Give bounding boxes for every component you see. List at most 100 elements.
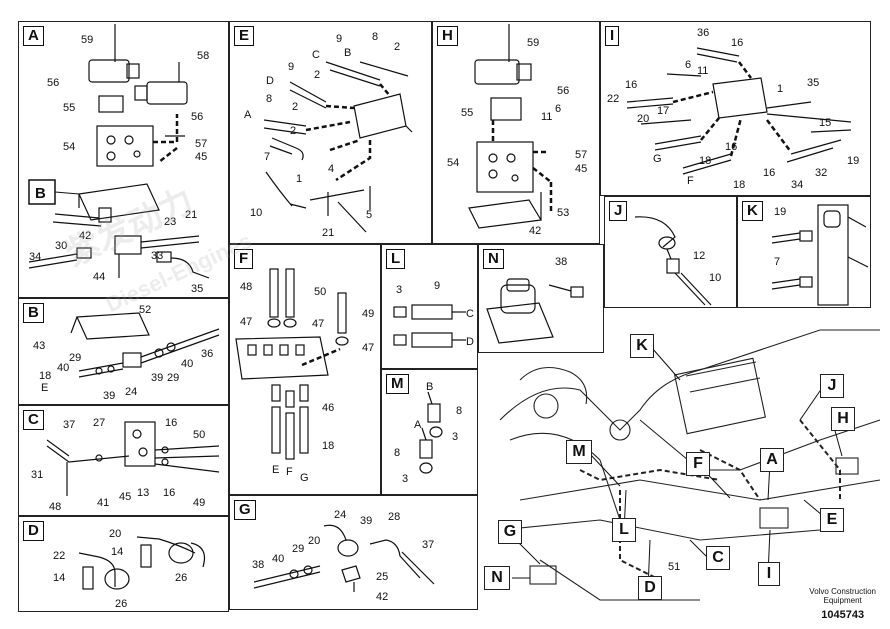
label-e-7: 7 (264, 151, 270, 163)
label-a-35: 35 (191, 283, 203, 295)
panel-f-drawing: 48 50 47 47 49 47 46 18 E F G (235, 268, 374, 484)
label-g-39: 39 (360, 515, 372, 527)
panel-n-drawing: 38 (486, 256, 584, 344)
drawing-number: 1045743 (821, 609, 865, 621)
label-i-19: 19 (847, 155, 859, 167)
label-i-18: 18 (699, 155, 711, 167)
panel-g-drawing: 24 39 28 40 29 20 37 38 25 42 (252, 509, 435, 603)
panel-i-drawing: 36 16 6 11 22 16 17 1 35 20 15 G 16 18 1… (607, 27, 859, 191)
label-b-e: E (41, 382, 48, 394)
label-c-45: 45 (119, 491, 131, 503)
section-tag-b: B (23, 303, 44, 323)
label-c-37: 37 (63, 419, 75, 431)
label-g-28: 28 (388, 511, 400, 523)
label-i-16d: 16 (763, 167, 775, 179)
panel-f: F 48 50 47 47 49 47 46 18 E F G (229, 244, 381, 495)
label-f-e: E (272, 464, 279, 476)
label-e-a: A (244, 109, 252, 121)
panel-k-drawing: 19 7 (771, 204, 869, 306)
callout-f: F (686, 452, 710, 476)
label-i-f: F (687, 175, 694, 187)
label-f-47c: 47 (362, 342, 374, 354)
detail-callout-b: B (35, 185, 46, 202)
callout-a: A (760, 448, 784, 472)
label-j-10: 10 (709, 272, 721, 284)
callout-g: G (498, 520, 522, 544)
label-l-c: C (466, 308, 474, 320)
label-j-12: 12 (693, 250, 705, 262)
panel-m-drawing: B 8 A 3 8 3 (394, 381, 462, 485)
label-i-16b: 16 (625, 79, 637, 91)
label-g-40: 40 (272, 553, 284, 565)
label-e-2: 2 (394, 41, 400, 53)
label-h-55: 55 (461, 107, 473, 119)
label-h-42: 42 (529, 225, 541, 237)
callout-e: E (820, 508, 844, 532)
label-k-19: 19 (774, 206, 786, 218)
label-a-57: 57 (195, 138, 207, 150)
section-tag-e: E (234, 26, 255, 46)
label-l-9: 9 (434, 280, 440, 292)
label-h-6: 6 (555, 103, 561, 115)
callout-d: D (638, 576, 662, 600)
panel-a: A (18, 21, 229, 298)
label-a-58: 58 (197, 50, 209, 62)
label-e-b: B (344, 47, 351, 59)
label-m-b: B (426, 381, 433, 393)
section-tag-i: I (605, 26, 620, 46)
label-i-g: G (653, 153, 662, 165)
label-e-10: 10 (250, 207, 262, 219)
panel-j-drawing: 12 10 (634, 216, 721, 306)
callout-j: J (820, 374, 844, 398)
label-i-15: 15 (819, 117, 831, 129)
label-e-9: 9 (336, 33, 342, 45)
section-tag-g: G (234, 500, 256, 520)
label-i-32: 32 (815, 167, 827, 179)
label-e-9b: 9 (288, 61, 294, 73)
panel-b-drawing: 52 43 36 29 40 39 18 E 39 24 29 40 (33, 304, 220, 402)
label-b-39: 39 (151, 372, 163, 384)
section-tag-f: F (234, 249, 254, 269)
label-i-20: 20 (637, 113, 649, 125)
panel-h-drawing: 59 56 55 11 6 54 57 45 53 42 (447, 24, 587, 237)
label-e-c: C (312, 49, 320, 61)
section-tag-n: N (483, 249, 504, 269)
label-b-24: 24 (125, 386, 137, 398)
label-m-a: A (414, 419, 422, 431)
label-b-40b: 40 (181, 358, 193, 370)
panel-n: N 38 (478, 244, 604, 353)
label-a-30: 30 (55, 240, 67, 252)
panel-e-drawing: 9 8 2 C B D 9 2 2 8 A 2 7 1 4 10 5 21 (244, 31, 413, 239)
label-f-47: 47 (240, 316, 252, 328)
section-tag-c: C (23, 410, 44, 430)
label-b-43: 43 (33, 340, 45, 352)
label-d-26: 26 (175, 572, 187, 584)
callout-c: C (706, 546, 730, 570)
panel-m: M B 8 A 3 8 3 (381, 369, 478, 495)
panel-j: J 12 10 (604, 196, 737, 308)
label-a-33: 33 (151, 250, 163, 262)
label-c-41: 41 (97, 497, 109, 509)
label-b-40: 40 (57, 362, 69, 374)
panel-c: C 37 27 16 50 31 41 45 13 16 49 48 (18, 405, 229, 516)
label-h-56: 56 (557, 85, 569, 97)
label-a-54: 54 (63, 141, 75, 153)
label-i-1: 1 (777, 83, 783, 95)
label-a-21: 21 (185, 209, 197, 221)
label-c-49: 49 (193, 497, 205, 509)
label-overview-51: 51 (668, 561, 680, 573)
label-f-50: 50 (314, 286, 326, 298)
label-a-23: 23 (164, 216, 176, 228)
label-a-56: 56 (47, 77, 59, 89)
label-e-5: 5 (366, 209, 372, 221)
section-tag-l: L (386, 249, 406, 269)
section-tag-d: D (23, 521, 44, 541)
label-i-34: 34 (791, 179, 803, 191)
label-e-2c: 2 (292, 101, 298, 113)
section-tag-h: H (437, 26, 458, 46)
label-d-26b: 26 (115, 598, 127, 610)
label-h-57: 57 (575, 149, 587, 161)
panel-d: D 20 22 14 14 26 26 (18, 516, 229, 612)
callout-l: L (612, 518, 636, 542)
panel-l: L 3 9 C D (381, 244, 478, 369)
